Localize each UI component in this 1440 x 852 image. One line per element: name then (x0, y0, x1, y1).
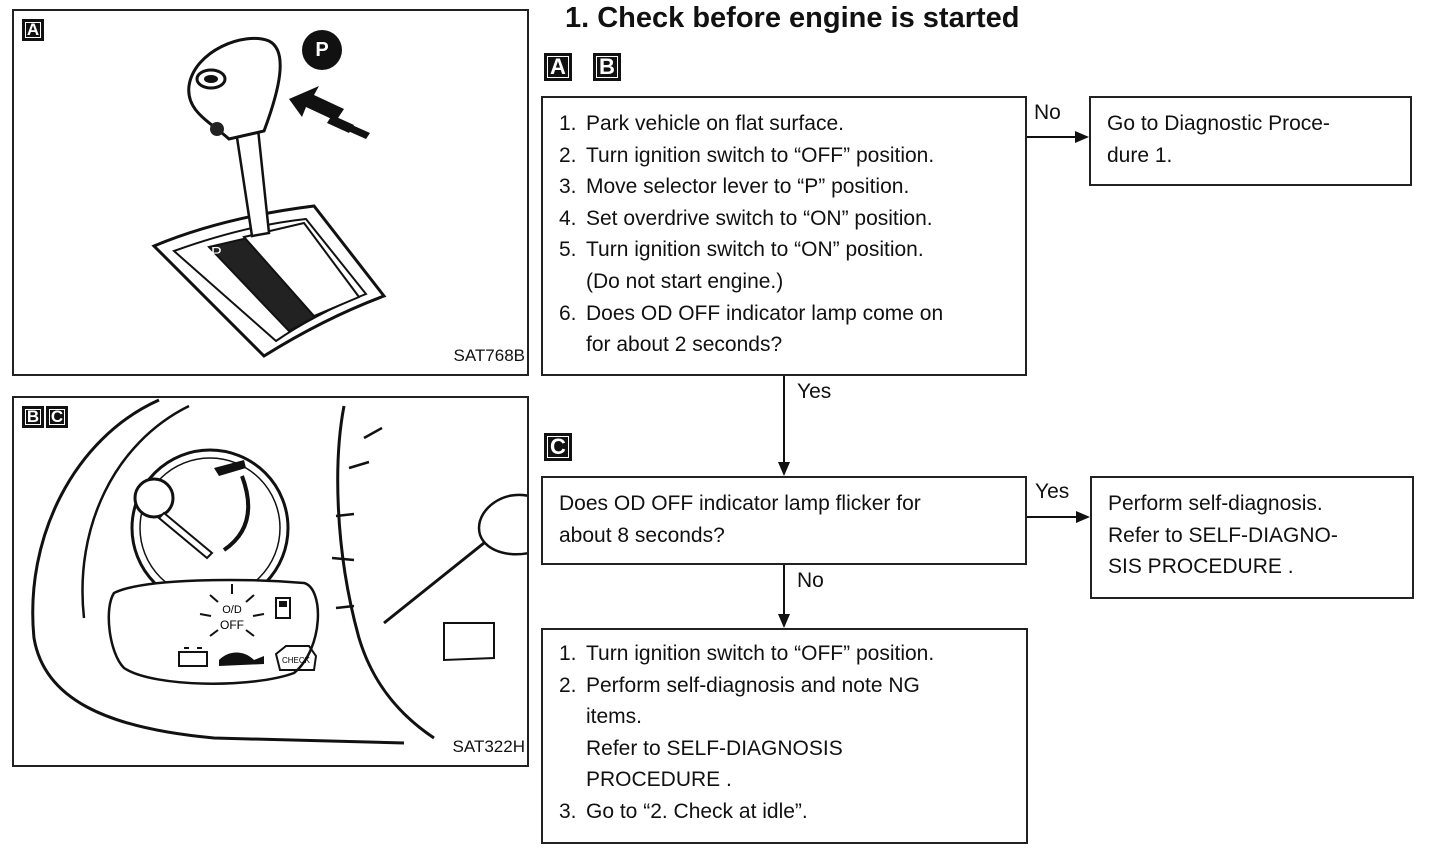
step-text: Turn ignition switch to “OFF” position. (586, 143, 935, 167)
step-text: Move selector lever to “P” position. (586, 175, 910, 199)
final-steps-box: 1. Turn ignition switch to “OFF” position… (541, 628, 1028, 844)
figure-a-panel: A P P SAT768B (12, 9, 529, 376)
step-number: 3. (559, 799, 577, 823)
od-indicator-bottom: OFF (220, 618, 244, 632)
gate-p-mark: P (211, 245, 222, 262)
od-indicator-top: O/D (222, 604, 242, 616)
step-number: 1. (559, 642, 577, 665)
final-step: 3. Go to “2. Check at idle”. (559, 796, 1016, 828)
box-line: Refer to SELF-DIAGNO- (1108, 523, 1338, 547)
box-line: dure 1. (1107, 143, 1173, 167)
oil-pressure-icon (219, 652, 264, 666)
step-number: 2. (559, 143, 577, 167)
section-tag-b: B (593, 53, 621, 81)
label-yes-1: Yes (797, 380, 832, 403)
figure-a-code: SAT768B (453, 346, 525, 365)
door-warning-icon (275, 597, 291, 619)
final-step: 1. Turn ignition switch to “OFF” position… (559, 638, 1016, 670)
box-line: about 8 seconds? (559, 523, 725, 547)
figure-bc-code: SAT322H (452, 737, 525, 756)
check-step: 3. Move selector lever to “P” position. (559, 171, 1015, 203)
check-step: 1. Park vehicle on flat surface. (559, 108, 1015, 140)
final-steps-list: 1. Turn ignition switch to “OFF” position… (559, 638, 1016, 828)
check-step: 2. Turn ignition switch to “OFF” position… (559, 140, 1015, 172)
step-number: 2. (559, 673, 577, 697)
check-step: 4. Set overdrive switch to “ON” position. (559, 203, 1015, 235)
step-text: Park vehicle on flat surface. (586, 112, 844, 135)
battery-icon (178, 647, 208, 667)
page-title: 1. Check before engine is started (565, 2, 1020, 34)
od-off-flicker-rays (199, 584, 265, 637)
box-line: Does OD OFF indicator lamp flicker for (559, 492, 921, 515)
step-text-continued: Refer to SELF-DIAGNOSIS (586, 736, 843, 760)
diagnostic-procedure-box: Go to Diagnostic Proce- dure 1. (1089, 96, 1412, 186)
step-text: Set overdrive switch to “ON” position. (586, 206, 933, 230)
box-line: SIS PROCEDURE . (1108, 555, 1294, 579)
step-text: Perform self-diagnosis and note NG (586, 673, 920, 697)
step-text-continued: PROCEDURE . (586, 768, 732, 792)
check-engine-label: CHECK (282, 656, 311, 665)
step-text-continued: items. (586, 705, 643, 729)
step-number: 6. (559, 301, 577, 325)
label-yes-2: Yes (1035, 480, 1070, 503)
section-tag-c: C (544, 433, 572, 461)
step-number: 5. (559, 238, 577, 262)
final-step: 2. Perform self-diagnosis and note NG ite… (559, 670, 1016, 796)
step-text-continued: for about 2 seconds? (586, 333, 783, 357)
step-text: Go to “2. Check at idle”. (586, 799, 808, 823)
label-no-1: No (1034, 101, 1061, 124)
step-number: 1. (559, 112, 577, 135)
box-line: Go to Diagnostic Proce- (1107, 112, 1330, 135)
section-tag-a: A (544, 53, 572, 81)
figure-a-tag: A (22, 19, 44, 41)
step-text: Turn ignition switch to “ON” position. (586, 238, 924, 262)
step-text: Does OD OFF indicator lamp come on (586, 301, 944, 325)
check-step: 6. Does OD OFF indicator lamp come on for … (559, 298, 1015, 361)
check-engine-icon: CHECK (274, 645, 318, 671)
figure-bc-panel: B C O/D OFF (12, 396, 529, 767)
step-number: 4. (559, 206, 577, 230)
self-diagnosis-box: Perform self-diagnosis. Refer to SELF-DI… (1090, 476, 1414, 599)
box-line: Perform self-diagnosis. (1108, 492, 1323, 515)
check-steps-list: 1. Park vehicle on flat surface. 2. Turn i… (559, 108, 1015, 361)
figure-b-tag: B (22, 406, 44, 428)
step-text-continued: (Do not start engine.) (586, 269, 784, 293)
figure-c-tag: C (46, 406, 68, 428)
p-badge: P (302, 30, 342, 70)
label-no-2: No (797, 569, 824, 592)
instrument-cluster-illustration: O/D OFF CHECK (31, 398, 527, 745)
step-text: Turn ignition switch to “OFF” position. (586, 642, 935, 665)
p-badge-label: P (315, 39, 329, 61)
check-step: 5. Turn ignition switch to “ON” position.… (559, 234, 1015, 297)
check-steps-box: 1. Park vehicle on flat surface. 2. Turn i… (541, 96, 1027, 376)
shift-lever-illustration: P (151, 36, 387, 358)
step-number: 3. (559, 175, 577, 199)
flicker-question-box: Does OD OFF indicator lamp flicker for a… (541, 476, 1027, 565)
